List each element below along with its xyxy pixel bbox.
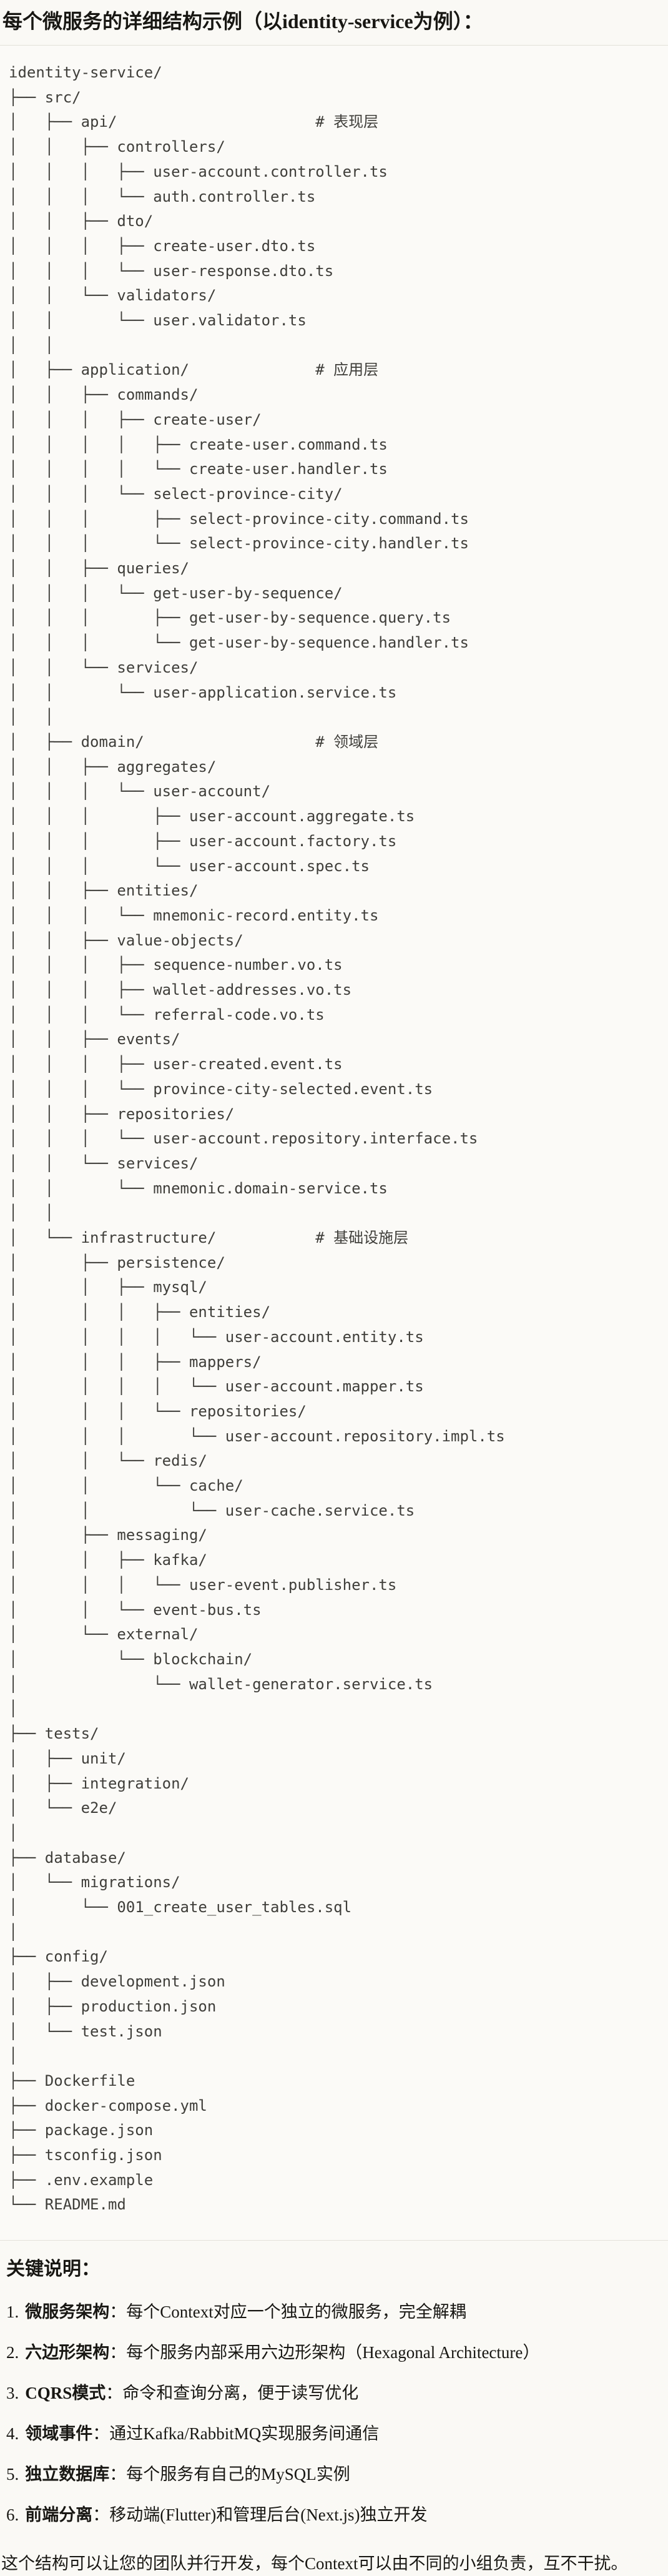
note-number: 6. bbox=[6, 2505, 19, 2525]
note-text: ：移动端(Flutter)和管理后台(Next.js)独立开发 bbox=[92, 2505, 428, 2525]
note-label: 六边形架构 bbox=[25, 2343, 110, 2362]
closing-paragraph: 这个结构可以让您的团队并行开发，每个Context可以由不同的小组负责，互不干扰… bbox=[1, 2554, 628, 2574]
note-item: 2. 六边形架构：每个服务内部采用六边形架构（Hexagonal Architec… bbox=[6, 2340, 662, 2365]
note-item: 1. 微服务架构：每个Context对应一个独立的微服务，完全解耦 bbox=[6, 2299, 662, 2324]
note-label: 微服务架构 bbox=[25, 2302, 110, 2322]
note-label: 领域事件 bbox=[25, 2424, 93, 2444]
note-text: ：每个服务内部采用六边形架构（Hexagonal Architecture） bbox=[109, 2343, 540, 2362]
note-number: 2. bbox=[6, 2343, 19, 2362]
note-item: 3. CQRS模式：命令和查询分离，便于读写优化 bbox=[6, 2381, 662, 2406]
note-text: ：命令和查询分离，便于读写优化 bbox=[106, 2384, 359, 2403]
note-item: 5. 独立数据库：每个服务有自己的MySQL实例 bbox=[6, 2462, 662, 2487]
notes-section: 关键说明： 1. 微服务架构：每个Context对应一个独立的微服务，完全解耦 2… bbox=[0, 2241, 668, 2576]
note-text: ：通过Kafka/RabbitMQ实现服务间通信 bbox=[92, 2424, 380, 2444]
note-item: 6. 前端分离：移动端(Flutter)和管理后台(Next.js)独立开发 bbox=[6, 2502, 662, 2527]
notes-heading: 关键说明： bbox=[6, 2259, 100, 2280]
note-text: ：每个Context对应一个独立的微服务，完全解耦 bbox=[109, 2302, 466, 2322]
page-title: 每个微服务的详细结构示例（以identity-service为例）： bbox=[2, 10, 483, 32]
note-number: 3. bbox=[6, 2384, 19, 2403]
note-number: 1. bbox=[6, 2302, 19, 2322]
note-label: 前端分离 bbox=[25, 2505, 93, 2525]
note-label: CQRS模式 bbox=[25, 2384, 106, 2403]
note-number: 4. bbox=[6, 2424, 19, 2444]
note-text: ：每个服务有自己的MySQL实例 bbox=[109, 2465, 350, 2484]
note-number: 5. bbox=[6, 2465, 19, 2484]
note-label: 独立数据库 bbox=[25, 2465, 110, 2484]
note-item: 4. 领域事件：通过Kafka/RabbitMQ实现服务间通信 bbox=[6, 2421, 662, 2446]
code-block: identity-service/ ├── src/ │ ├── api/ # … bbox=[0, 45, 668, 2241]
directory-tree: identity-service/ ├── src/ │ ├── api/ # … bbox=[9, 64, 505, 2214]
